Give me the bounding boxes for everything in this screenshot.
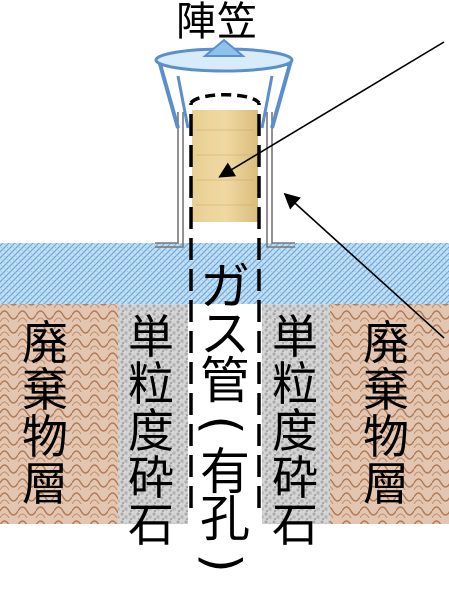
gravel-left-label: 単粒度砕石 [126,310,176,552]
rain-cap [154,38,294,129]
gravel-right-text: 単粒度砕石 [272,310,318,552]
casing-leader-arrow [283,192,445,339]
gravel-left-text: 単粒度砕石 [128,310,174,552]
waste-layer-right-text: 廃棄物層 [363,316,409,511]
waste-layer-left-text: 廃棄物層 [22,316,68,511]
filter-leader-arrow [218,41,445,178]
gravel-column-left [118,304,188,524]
casing-pipe [155,112,295,248]
gas-pipe-label: ガス管(有孔) [193,258,253,573]
waste-layer-right [330,304,449,524]
perforated-gas-pipe [189,93,261,508]
gravel-column-right [262,304,330,524]
cover-soil-layer [0,243,449,304]
waste-layer-right-label: 廃棄物層 [361,316,411,511]
waste-layer-left [0,304,118,524]
gravel-right-label: 単粒度砕石 [270,310,320,552]
rain-cap-label: 陣笠 [176,0,258,45]
waste-layer-left-label: 廃棄物層 [20,316,70,511]
gas-vent-diagram [0,38,449,524]
gas-pipe-text: ガス管(有孔) [193,258,251,573]
